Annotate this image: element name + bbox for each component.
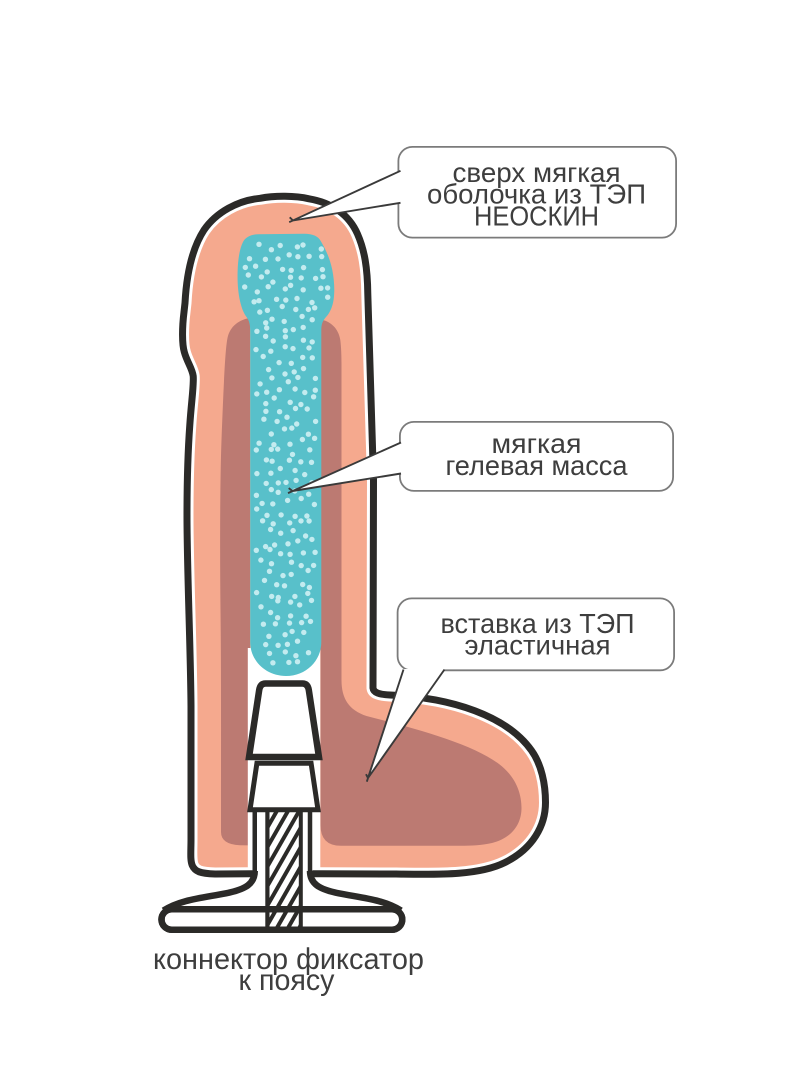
svg-text:НЕОСКИН: НЕОСКИН <box>474 201 599 232</box>
svg-text:коннектор фиксатор: коннектор фиксатор <box>153 943 424 976</box>
svg-text:эластичная: эластичная <box>465 630 611 661</box>
svg-text:мягкая: мягкая <box>492 428 582 459</box>
svg-text:оболочка из ТЭП: оболочка из ТЭП <box>427 179 646 210</box>
svg-text:вставка из ТЭП: вставка из ТЭП <box>441 608 635 639</box>
svg-text:сверх мягкая: сверх мягкая <box>453 157 621 188</box>
svg-text:к поясу: к поясу <box>239 964 335 997</box>
svg-text:гелевая масса: гелевая масса <box>446 450 628 481</box>
